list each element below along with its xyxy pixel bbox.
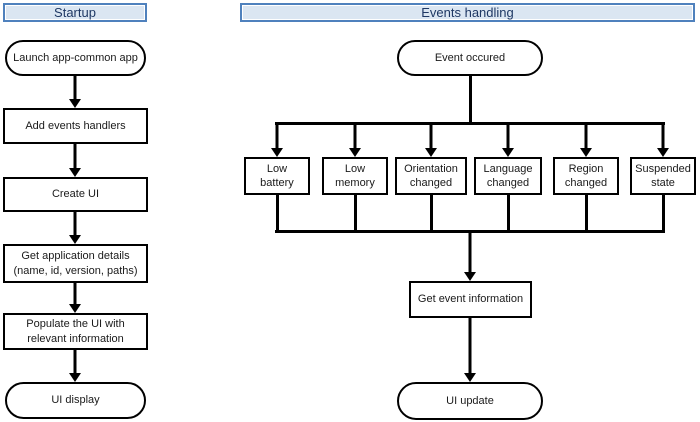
arrow-down-icon: [69, 144, 81, 177]
node-region-changed: Region changed: [553, 157, 619, 195]
connector-line: [276, 195, 279, 233]
arrow-down-icon: [580, 124, 592, 157]
arrow-down-icon: [349, 124, 361, 157]
events-handling-header: Events handling: [240, 3, 695, 22]
node-event-occured: Event occured: [397, 40, 543, 76]
arrow-down-icon: [464, 318, 476, 382]
node-get-event-information: Get event information: [409, 281, 532, 318]
connector-line: [354, 195, 357, 233]
arrow-down-icon: [69, 76, 81, 108]
node-language-changed: Language changed: [474, 157, 542, 195]
arrow-down-icon: [69, 350, 81, 382]
node-low-memory: Low memory: [322, 157, 388, 195]
branch-bus-line: [275, 122, 665, 125]
arrow-down-icon: [425, 124, 437, 157]
arrow-down-icon: [69, 283, 81, 313]
node-suspended-state: Suspended state: [630, 157, 696, 195]
arrow-down-icon: [502, 124, 514, 157]
node-orientation-changed: Orientation changed: [395, 157, 467, 195]
arrow-down-icon: [657, 124, 669, 157]
arrow-down-icon: [69, 212, 81, 244]
arrow-down-icon: [464, 232, 476, 281]
connector-line: [469, 76, 472, 124]
connector-line: [430, 195, 433, 233]
node-ui-update: UI update: [397, 382, 543, 420]
node-ui-display: UI display: [5, 382, 146, 419]
node-get-application-details: Get application details (name, id, versi…: [3, 244, 148, 283]
node-low-battery: Low battery: [244, 157, 310, 195]
connector-line: [585, 195, 588, 233]
connector-line: [662, 195, 665, 233]
node-add-events-handlers: Add events handlers: [3, 108, 148, 144]
arrow-down-icon: [271, 124, 283, 157]
connector-line: [507, 195, 510, 233]
node-create-ui: Create UI: [3, 177, 148, 212]
node-populate-ui: Populate the UI with relevant informatio…: [3, 313, 148, 350]
startup-header: Startup: [3, 3, 147, 22]
node-launch-app-common-app: Launch app-common app: [5, 40, 146, 76]
